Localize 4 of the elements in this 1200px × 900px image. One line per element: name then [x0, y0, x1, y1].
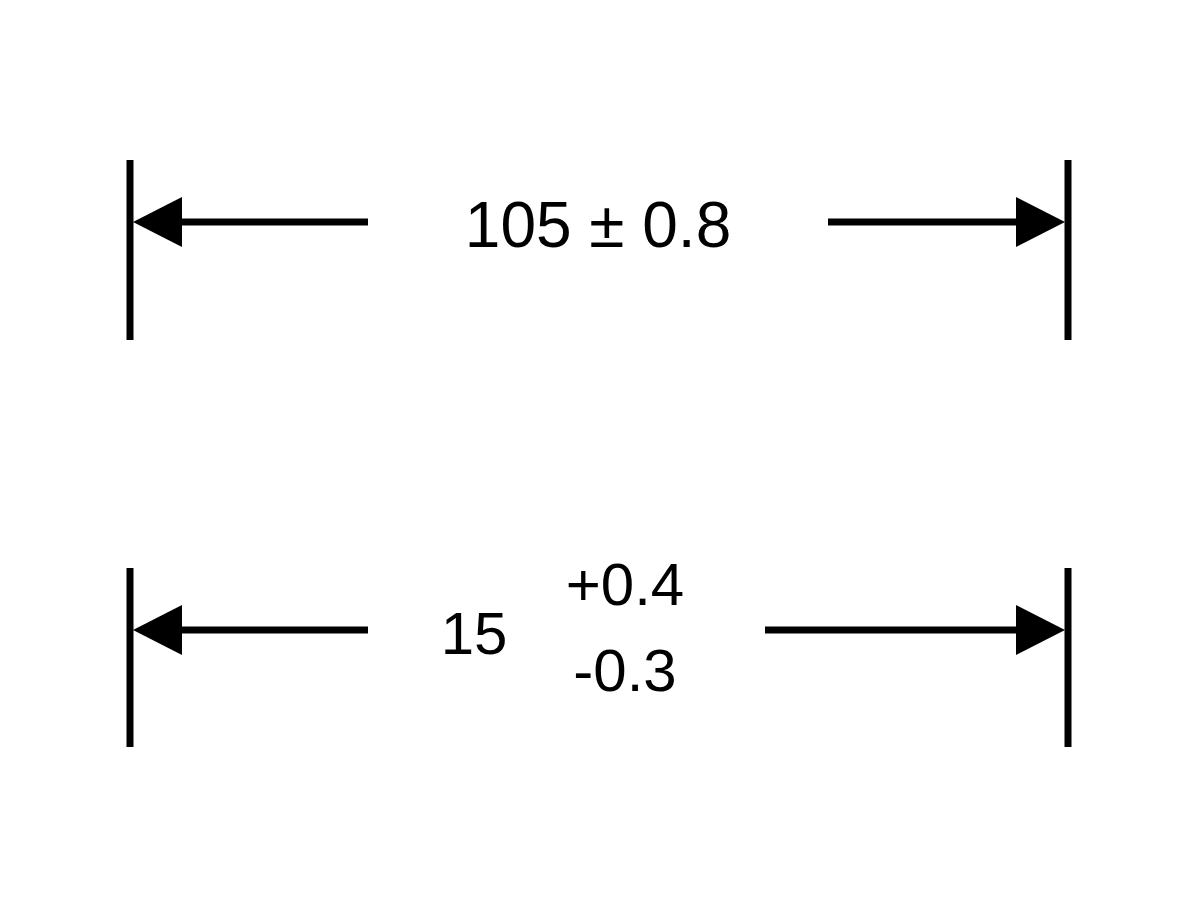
dimension-label: 105 ± 0.8 [464, 193, 732, 257]
dimension-label: +0.4 [565, 555, 685, 615]
dimension-label: 15 [440, 604, 508, 664]
dimension-label: -0.3 [573, 641, 677, 701]
